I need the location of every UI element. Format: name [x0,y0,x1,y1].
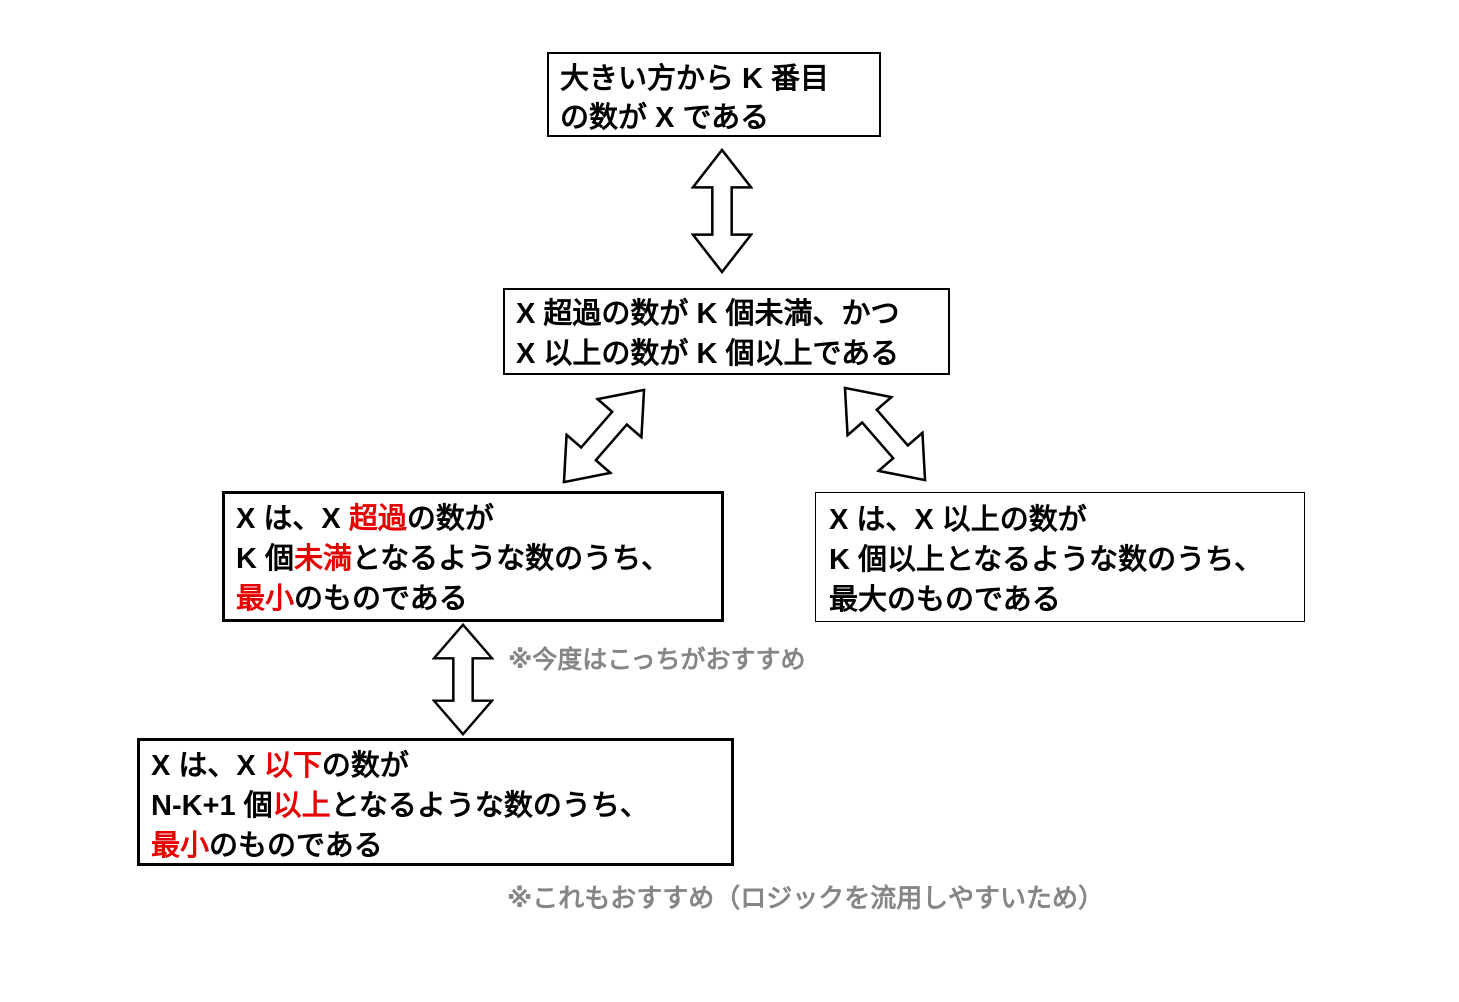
statement-line: X 超過の数が K 個未満、かつ [516,298,900,330]
equivalence-double-arrow-vertical-left-icon [432,623,494,736]
statement-line: N-K+1 個以上となるような数のうち、 [151,790,649,822]
statement-line: X は、X 以上の数が [829,504,1087,536]
statement-line: 大きい方から K 番目 [560,63,830,95]
equivalence-double-arrow-diagonal-right-icon [820,366,949,502]
statement-line: X は、X 超過の数が [236,503,494,535]
recommendation-note-bottom: ※これもおすすめ（ロジックを流用しやすいため） [507,883,1105,913]
statement-line: 最大のものである [829,584,1061,616]
statement-line: 最小のものである [151,830,383,862]
equivalence-double-arrow-diagonal-left-icon [539,368,668,504]
equivalence-double-arrow-vertical-top-icon [691,148,753,274]
statement-count-condition-box: X 超過の数が K 個未満、かつ X 以上の数が K 個以上である [503,288,950,375]
statement-line: X 以上の数が K 個以上である [516,338,900,370]
statement-min-exceeding-box: X は、X 超過の数が K 個未満となるような数のうち、最小のものである [222,491,724,622]
statement-line: K 個未満となるような数のうち、 [236,543,671,575]
statement-line: の数が X である [560,102,770,134]
statement-max-at-least-box: X は、X 以上の数が K 個以上となるような数のうち、最大のものである [815,492,1305,622]
recommendation-note-left: ※今度はこっちがおすすめ [508,646,806,674]
statement-line: 最小のものである [236,583,468,615]
statement-kth-largest-box: 大きい方から K 番目の数が X である [547,52,881,137]
statement-line: X は、X 以下の数が [151,750,409,782]
statement-min-at-most-box: X は、X 以下の数が N-K+1 個以上となるような数のうち、最小のものである [137,738,734,866]
statement-line: K 個以上となるような数のうち、 [829,544,1264,576]
